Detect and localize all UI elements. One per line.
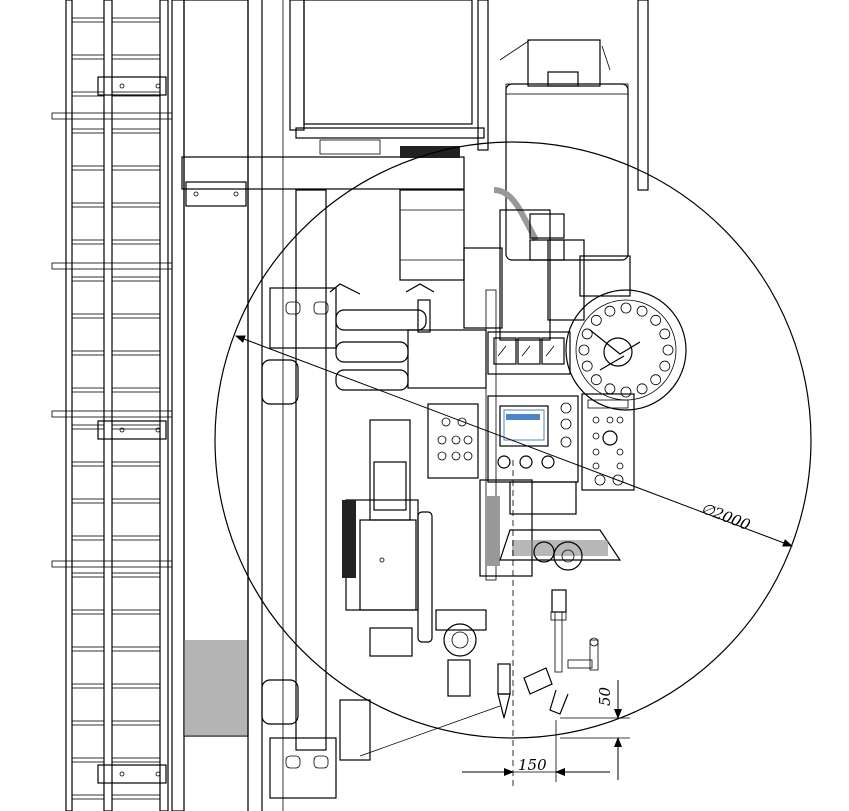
ladder-rung: [111, 202, 161, 208]
ladder-rung: [111, 757, 161, 763]
horizontal-offset-label: 150: [518, 756, 547, 774]
wheel-hole: [578, 344, 590, 356]
welding-torch: [533, 541, 599, 715]
ladder-rung: [111, 720, 161, 726]
ladder-rung: [111, 794, 161, 800]
lift-gearbox: [369, 609, 487, 697]
meter-panel: [487, 331, 571, 375]
probe-leader-line: [359, 705, 501, 757]
wheel-hole: [636, 305, 648, 317]
ladder-rung: [111, 350, 161, 356]
ladder-rung: [71, 609, 105, 615]
ladder-rung: [71, 535, 105, 541]
ladder-clamps: [97, 76, 167, 784]
ladder-rung: [71, 683, 105, 689]
wheel-hole: [604, 383, 616, 395]
clamp-bars: [329, 283, 435, 391]
ladder-rung: [111, 609, 161, 615]
wheel-hole: [659, 360, 671, 372]
ladder-rung: [71, 461, 105, 467]
ladder-rung: [71, 276, 105, 282]
ladder-rung: [71, 350, 105, 356]
support-column: [171, 0, 284, 811]
ladder-rung: [71, 646, 105, 652]
ladder-rung: [71, 128, 105, 134]
main-control-panel: [487, 395, 579, 483]
ladder-rung: [71, 757, 105, 763]
ladder-rung: [111, 424, 161, 430]
motor-housing: [407, 329, 487, 389]
ladder-rung: [71, 720, 105, 726]
wheel-hole: [581, 360, 593, 372]
ladder-rung: [111, 572, 161, 578]
pink-pipe: [417, 511, 433, 643]
central-mast: [463, 209, 585, 581]
wheel-hole: [650, 374, 662, 386]
ladder-rung: [71, 424, 105, 430]
wheel-hole: [590, 374, 602, 386]
wheel-hole: [590, 314, 602, 326]
ladder-rung: [111, 313, 161, 319]
auxiliary-control-panel: [581, 393, 635, 491]
wheel-hole: [620, 302, 632, 314]
ladder-rung: [71, 387, 105, 393]
ladder-rung: [71, 91, 105, 97]
ladder-rung: [111, 54, 161, 60]
ladder-rung: [111, 165, 161, 171]
left-control-panel: [427, 403, 479, 479]
upper-frame: [289, 0, 649, 191]
panel-red-lamp: [560, 402, 572, 414]
ladder-rung: [111, 239, 161, 245]
working-radius-circle: [214, 141, 812, 739]
carriage-frame: [261, 189, 371, 799]
ladder-rung: [111, 535, 161, 541]
ladder-rung: [71, 498, 105, 504]
ladder-rung: [111, 646, 161, 652]
diameter-label: ∅2000: [699, 499, 754, 534]
guide-probe: [497, 663, 553, 719]
ladder-rung: [111, 17, 161, 23]
ladder-rung: [71, 165, 105, 171]
ladder-rung: [71, 794, 105, 800]
cable-drum: [399, 189, 465, 281]
ladder-rung: [71, 54, 105, 60]
ladder-rung: [71, 239, 105, 245]
wheel-hole: [604, 305, 616, 317]
wheel-hole: [636, 383, 648, 395]
ladder-rung: [71, 202, 105, 208]
ladder-rung: [111, 276, 161, 282]
vertical-offset-label: 50: [596, 686, 614, 706]
ladder-rung: [111, 387, 161, 393]
panel-green-lamp: [560, 418, 572, 430]
cross-arm: [181, 146, 465, 207]
ladder-rung: [71, 572, 105, 578]
wheel-hole: [662, 344, 674, 356]
wheel-hole: [659, 328, 671, 340]
ladder-rung: [71, 313, 105, 319]
ladder-rung: [111, 461, 161, 467]
ladder: [51, 0, 173, 811]
ladder-rung: [71, 17, 105, 23]
ladder-rung: [111, 683, 161, 689]
ladder-rung: [111, 498, 161, 504]
ladder-rung: [111, 128, 161, 134]
horizontal-offset-dimension: 150: [462, 720, 610, 782]
vertical-offset-dimension: 50: [560, 680, 630, 780]
wheel-hole: [650, 314, 662, 326]
ladder-rung: [111, 91, 161, 97]
flux-tank: [493, 39, 631, 297]
wheel-hole: [620, 386, 632, 398]
